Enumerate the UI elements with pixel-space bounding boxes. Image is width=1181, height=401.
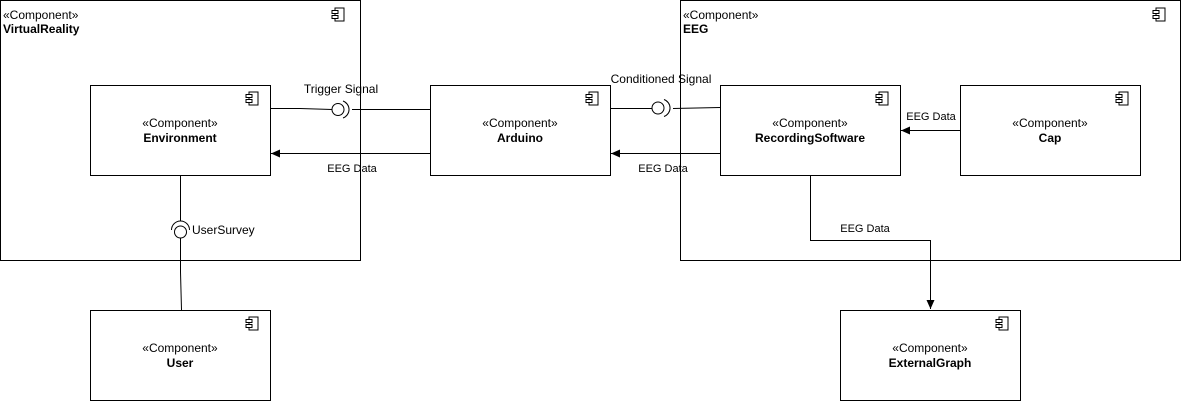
component-stereotype: «Component» xyxy=(772,116,848,130)
component-user[interactable]: «Component» User xyxy=(90,310,271,401)
interface-label: Conditioned Signal xyxy=(611,72,712,86)
component-stereotype: «Component» xyxy=(892,341,968,355)
interface-label: UserSurvey xyxy=(192,223,255,237)
component-stereotype: «Component» xyxy=(142,341,218,355)
component-cap[interactable]: «Component» Cap xyxy=(960,85,1141,176)
component-recordingsoftware[interactable]: «Component» RecordingSoftware xyxy=(720,85,901,176)
component-name: Cap xyxy=(1039,131,1062,145)
component-arduino[interactable]: «Component» Arduino xyxy=(430,85,611,176)
component-name: ExternalGraph xyxy=(889,356,972,370)
interface-conditioned-signal[interactable]: Conditioned Signal xyxy=(610,72,721,117)
provided-interface-circle xyxy=(331,103,345,116)
container-name: VirtualReality xyxy=(3,22,80,36)
component-name: Arduino xyxy=(497,131,543,145)
required-interface-socket xyxy=(663,99,671,117)
component-stereotype: «Component» xyxy=(1012,116,1088,130)
interface-label: Trigger Signal xyxy=(304,82,378,96)
provided-interface-circle xyxy=(651,101,665,115)
flow-label: EEG Data xyxy=(840,223,890,235)
component-name: Environment xyxy=(143,131,216,145)
component-externalgraph[interactable]: «Component» ExternalGraph xyxy=(840,310,1021,401)
component-stereotype: «Component» xyxy=(142,116,218,130)
flow-eeg-data-cap-recording[interactable]: EEG Data xyxy=(901,111,960,135)
interface-trigger-signal[interactable]: Trigger Signal xyxy=(270,82,430,119)
arrow-line xyxy=(810,175,935,309)
container-name: EEG xyxy=(683,22,708,36)
component-name: User xyxy=(167,356,194,370)
flow-label: EEG Data xyxy=(638,163,688,175)
container-stereotype: «Component» xyxy=(3,8,79,22)
flow-label: EEG Data xyxy=(327,163,377,175)
container-stereotype: «Component» xyxy=(683,8,759,22)
required-interface-socket xyxy=(342,100,350,119)
component-stereotype: «Component» xyxy=(482,116,558,130)
component-name: RecordingSoftware xyxy=(755,131,865,145)
provided-interface-circle xyxy=(174,225,187,239)
flow-eeg-data-recording-externalgraph[interactable]: EEG Data xyxy=(810,175,935,309)
interface-user-survey[interactable]: UserSurvey xyxy=(171,175,255,311)
connector-line xyxy=(672,107,721,109)
flow-label: EEG Data xyxy=(906,111,956,123)
flow-eeg-data-recording-arduino[interactable]: EEG Data xyxy=(611,149,720,176)
flow-eeg-data-arduino-environment[interactable]: EEG Data xyxy=(271,149,430,176)
connector-line xyxy=(180,238,182,311)
connector-line xyxy=(270,108,333,110)
component-environment[interactable]: «Component» Environment xyxy=(90,85,271,176)
required-interface-socket xyxy=(171,220,190,231)
